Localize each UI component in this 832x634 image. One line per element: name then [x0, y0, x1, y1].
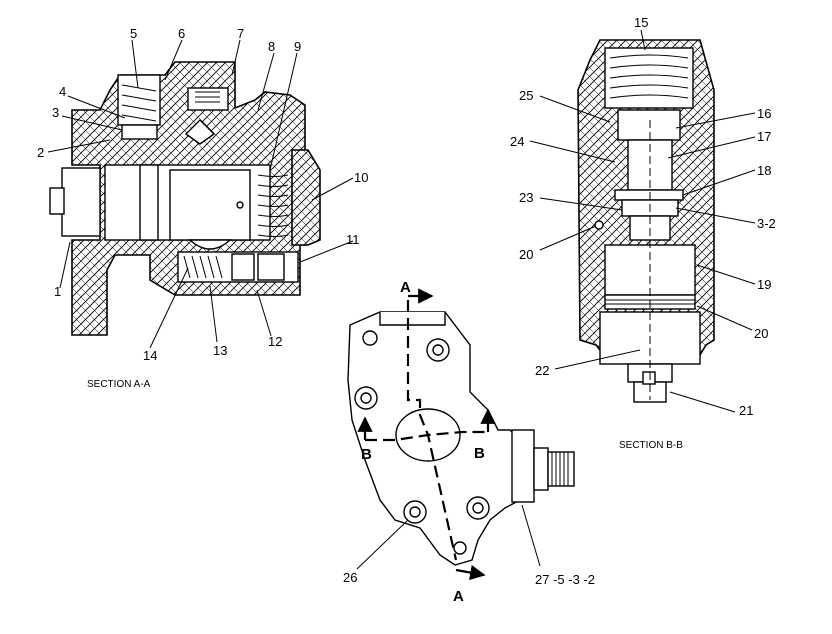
exterior-view-drawing: [347, 288, 575, 581]
callout-16: 16: [757, 106, 771, 121]
section-a-leaders: [47, 39, 354, 349]
section-a-caption: SECTION A-A: [87, 379, 151, 390]
section-marker-b-right: B: [474, 445, 485, 462]
callout-18: 18: [757, 163, 771, 178]
section-b-callouts: 15 25 24 23 20 16 17 18 3-2 19 20 22 21 …: [510, 15, 776, 451]
callout-25: 25: [519, 88, 533, 103]
callout-7: 7: [237, 26, 244, 41]
callout-5: 5: [130, 26, 137, 41]
callout-17: 17: [757, 129, 771, 144]
callout-12: 12: [268, 334, 282, 349]
callout-21: 21: [739, 403, 753, 418]
callout-20b: 20: [754, 326, 768, 341]
section-b-drawing: [577, 39, 715, 403]
callout-27-5-3-2: 27 -5 -3 -2: [535, 572, 595, 587]
callout-14: 14: [143, 348, 157, 363]
callout-6: 6: [178, 26, 185, 41]
section-a-callouts: 5 6 7 8 9 4 3 2 10 11 1 12 13 14 SECTION…: [37, 26, 368, 390]
callout-8: 8: [268, 39, 275, 54]
callout-22: 22: [535, 363, 549, 378]
callout-13: 13: [213, 343, 227, 358]
callout-3-2: 3-2: [757, 216, 776, 231]
section-marker-a-top: A: [400, 279, 411, 296]
exterior-view-callouts: A A B B 26 27 -5 -3 -2: [343, 279, 595, 605]
callout-24: 24: [510, 134, 524, 149]
callout-26: 26: [343, 570, 357, 585]
callout-3: 3: [52, 105, 59, 120]
section-marker-a-bottom: A: [453, 588, 464, 605]
callout-20a: 20: [519, 247, 533, 262]
callout-9: 9: [294, 39, 301, 54]
callout-10: 10: [354, 170, 368, 185]
callout-23: 23: [519, 190, 533, 205]
callout-4: 4: [59, 84, 66, 99]
callout-1: 1: [54, 284, 61, 299]
callout-15: 15: [634, 15, 648, 30]
section-b-caption: SECTION B-B: [619, 440, 683, 451]
exterior-view-leaders: [356, 504, 541, 570]
callout-2: 2: [37, 145, 44, 160]
callout-19: 19: [757, 277, 771, 292]
callout-11: 11: [346, 232, 360, 247]
section-a-drawing: [49, 61, 321, 336]
section-b-leaders: [529, 29, 756, 413]
section-marker-b-left: B: [361, 446, 372, 463]
